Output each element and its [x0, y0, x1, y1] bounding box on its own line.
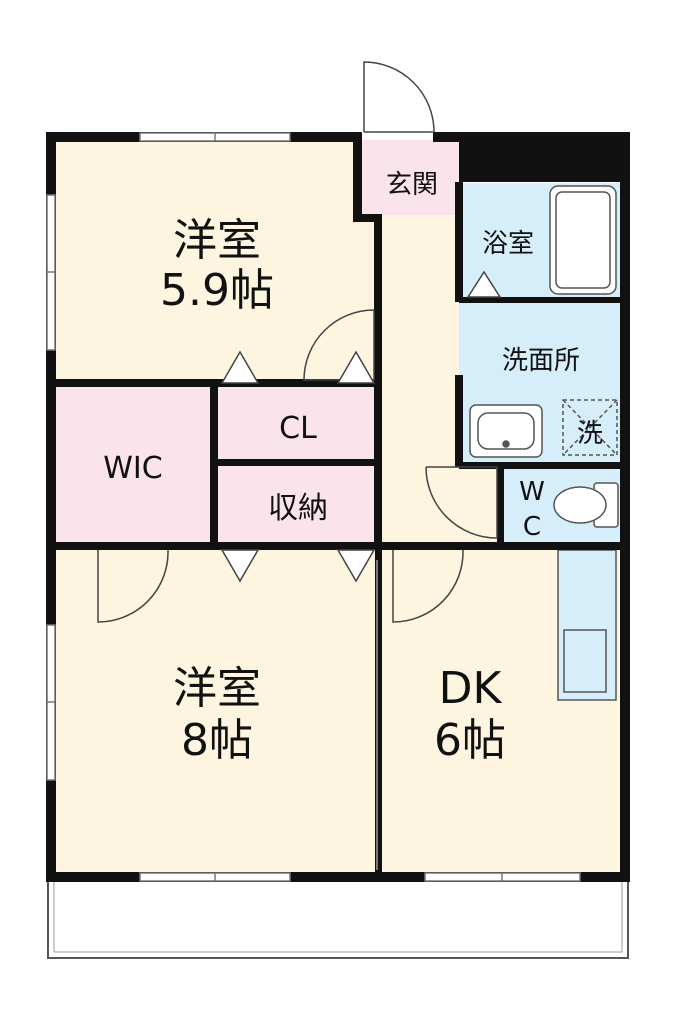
fixtures — [469, 185, 619, 528]
entrance-floor — [362, 140, 459, 215]
bedroom-top-floor — [52, 140, 379, 383]
hallway-floor — [379, 190, 459, 546]
balcony — [47, 879, 629, 959]
bedroom-bottom-name: 洋室 — [173, 663, 261, 714]
entrance-label: 玄関 — [386, 170, 438, 200]
toilet-label-c: C — [523, 512, 541, 542]
kitchen-counter — [557, 549, 617, 701]
wash-basin-icon — [469, 404, 543, 458]
dk-name: DK — [439, 663, 503, 714]
dk-size: 6帖 — [434, 715, 506, 766]
bedroom-bottom-floor — [52, 546, 379, 876]
bathroom-label: 浴室 — [482, 229, 534, 259]
toilet-label-w: W — [519, 477, 545, 507]
washing-machine-icon — [562, 399, 618, 456]
laundry-label: 洗 — [577, 419, 603, 449]
windows — [46, 132, 581, 882]
bedroom-bottom-size: 8帖 — [181, 715, 253, 766]
toilet-icon — [553, 482, 619, 528]
bedroom-top-size: 5.9帖 — [160, 265, 274, 316]
wic-label: WIC — [103, 451, 162, 486]
bedroom-top-name: 洋室 — [173, 215, 261, 266]
hall-corner-floor — [459, 467, 501, 546]
doors — [97, 61, 502, 870]
storage-floor — [217, 463, 379, 546]
washroom-label: 洗面所 — [502, 346, 580, 376]
closet-floor — [217, 383, 379, 463]
wic-floor — [52, 383, 217, 546]
bathtub-icon — [549, 185, 617, 295]
interior-walls — [52, 182, 630, 876]
storage-label: 収納 — [268, 491, 328, 526]
floors — [52, 140, 622, 876]
labels: 洋室 5.9帖 WIC CL 収納 玄関 浴室 洗面所 洗 W C 洋室 8帖 … — [103, 170, 603, 766]
closet-label: CL — [279, 411, 317, 446]
